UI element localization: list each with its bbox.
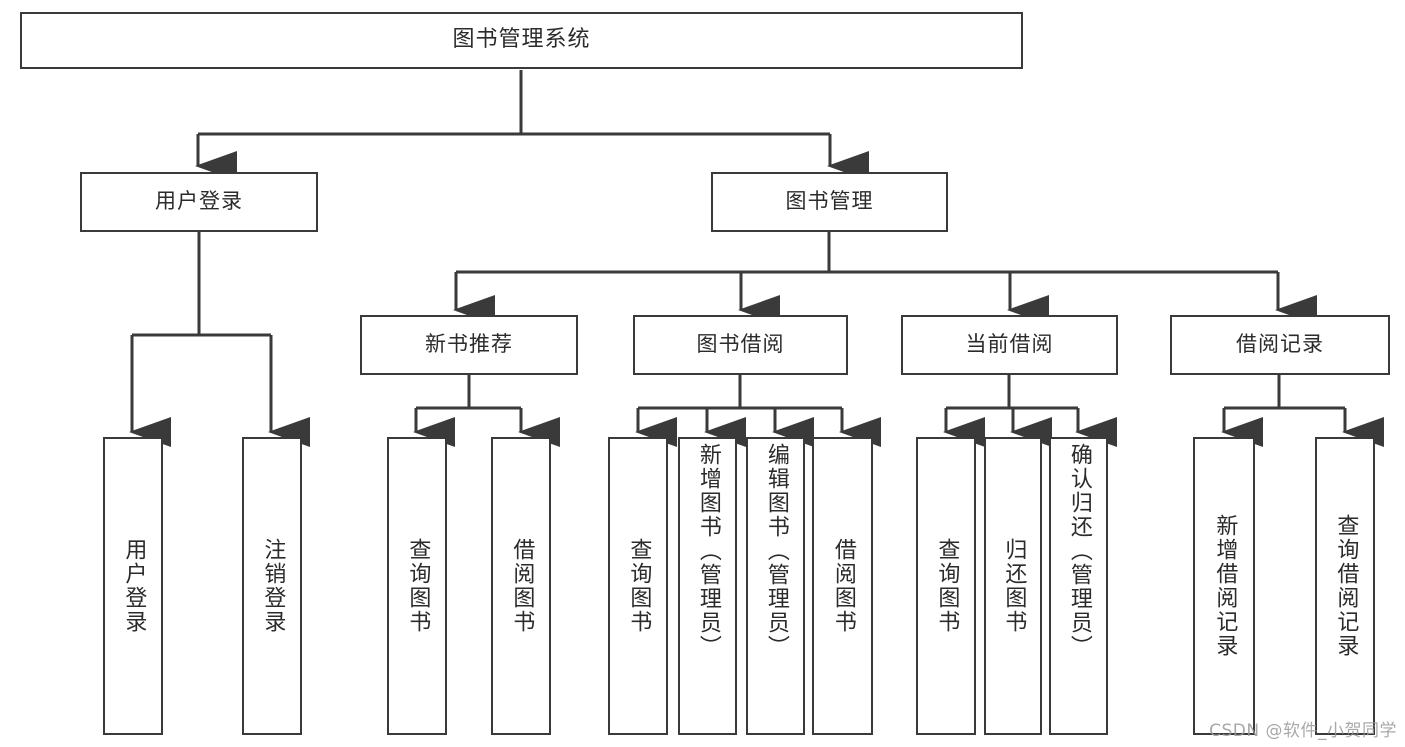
- node-label: 用户登录: [155, 189, 243, 214]
- leaf-new-book-borrow-book[interactable]: 借阅图书: [491, 437, 551, 735]
- node-label: 确认归还（管理员）: [1066, 443, 1092, 659]
- node-new-book-recommend[interactable]: 新书推荐: [360, 315, 578, 375]
- csdn-watermark: CSDN @软件_小贺同学: [1209, 721, 1397, 741]
- leaf-user-login-logout[interactable]: 注销登录: [242, 437, 302, 735]
- node-label: 注销登录: [260, 538, 286, 634]
- leaf-borrow-edit-book-admin[interactable]: 编辑图书（管理员）: [746, 437, 805, 735]
- leaf-borrow-query-book[interactable]: 查询图书: [608, 437, 668, 735]
- node-root-system[interactable]: 图书管理系统: [20, 12, 1023, 69]
- node-label: 归还图书: [1001, 538, 1027, 634]
- node-book-borrow[interactable]: 图书借阅: [633, 315, 848, 375]
- node-label: 借阅记录: [1236, 332, 1324, 357]
- node-user-login[interactable]: 用户登录: [80, 172, 318, 232]
- leaf-records-add-record[interactable]: 新增借阅记录: [1193, 437, 1255, 735]
- leaf-current-confirm-return-admin[interactable]: 确认归还（管理员）: [1049, 437, 1108, 735]
- node-label: 查询图书: [405, 538, 431, 634]
- node-label: 图书管理: [785, 189, 874, 214]
- leaf-records-query-record[interactable]: 查询借阅记录: [1315, 437, 1375, 735]
- node-label: 当前借阅: [965, 332, 1054, 357]
- node-label: 新增图书（管理员）: [695, 443, 721, 659]
- node-label: 查询图书: [626, 538, 652, 634]
- leaf-borrow-borrow-book[interactable]: 借阅图书: [812, 437, 873, 735]
- leaf-new-book-query-book[interactable]: 查询图书: [387, 437, 447, 735]
- node-label: 新书推荐: [425, 332, 513, 357]
- leaf-current-query-book[interactable]: 查询图书: [916, 437, 976, 735]
- leaf-user-login-login[interactable]: 用户登录: [103, 437, 163, 735]
- node-book-management[interactable]: 图书管理: [711, 172, 948, 232]
- node-label: 图书管理系统: [452, 27, 591, 53]
- node-current-borrow[interactable]: 当前借阅: [901, 315, 1118, 375]
- node-label: 借阅图书: [830, 538, 856, 634]
- node-borrow-records[interactable]: 借阅记录: [1170, 315, 1390, 375]
- node-label: 用户登录: [121, 538, 147, 634]
- node-label: 新增借阅记录: [1212, 514, 1238, 658]
- node-label: 查询借阅记录: [1333, 514, 1359, 658]
- leaf-borrow-add-book-admin[interactable]: 新增图书（管理员）: [678, 437, 737, 735]
- leaf-current-return-book[interactable]: 归还图书: [984, 437, 1042, 735]
- node-label: 查询图书: [934, 538, 960, 634]
- node-label: 编辑图书（管理员）: [763, 443, 789, 659]
- node-label: 借阅图书: [509, 538, 535, 634]
- node-label: 图书借阅: [696, 332, 785, 357]
